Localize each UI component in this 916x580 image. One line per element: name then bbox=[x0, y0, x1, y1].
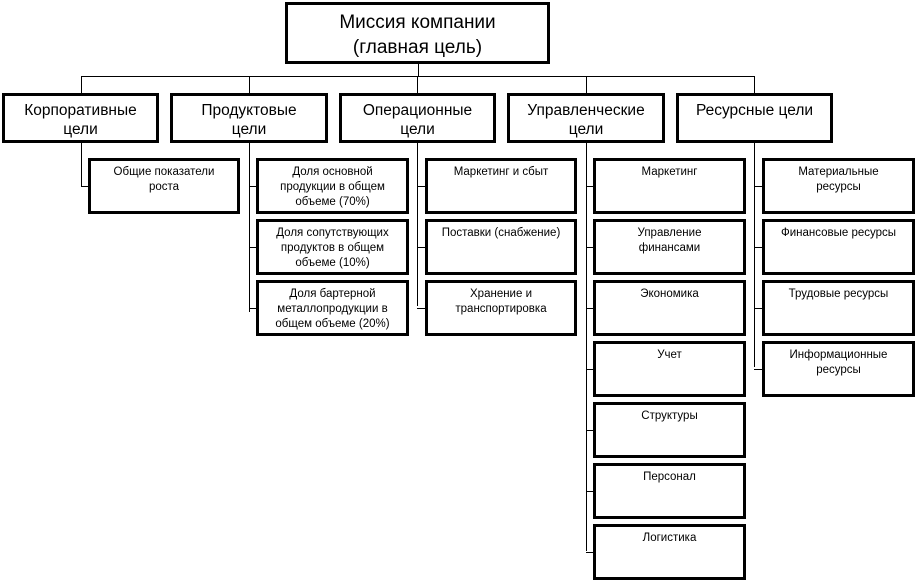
goal-text: Маркетинг bbox=[641, 166, 698, 178]
goal-text: Хранение и bbox=[470, 288, 532, 300]
goal-text: объеме (10%) bbox=[295, 257, 370, 269]
goal-text: ресурсы bbox=[816, 364, 861, 376]
goal-box: Финансовые ресурсы bbox=[762, 219, 915, 275]
goal-text: продуктов в общем bbox=[280, 242, 385, 254]
goal-connector bbox=[81, 186, 88, 187]
goal-text: Информационные bbox=[789, 349, 888, 361]
category-connector-resource bbox=[754, 76, 755, 93]
category-label: Корпоративные bbox=[24, 102, 137, 119]
goal-text: Материальные bbox=[798, 166, 879, 178]
goal-text: Общие показатели bbox=[113, 166, 215, 178]
goal-connector bbox=[754, 186, 762, 187]
mission-box: Миссия компании (главная цель) bbox=[285, 2, 550, 64]
category-operational: Операционные цели bbox=[339, 93, 496, 143]
goal-connector bbox=[754, 308, 762, 309]
trunk-managerial bbox=[586, 143, 587, 551]
goal-box: Поставки (снабжение) bbox=[425, 219, 577, 275]
category-bus-right bbox=[584, 76, 755, 77]
goal-text: Финансовые ресурсы bbox=[780, 227, 897, 239]
goal-connector bbox=[586, 247, 593, 248]
trunk-corporate bbox=[81, 143, 82, 187]
trunk-product bbox=[249, 143, 250, 312]
goal-box: Доля бартерной металлопродукции в общем об… bbox=[256, 280, 409, 336]
goal-box: Материальные ресурсы bbox=[762, 158, 915, 214]
goal-connector bbox=[249, 186, 256, 187]
goal-box: Хранение и транспортировка bbox=[425, 280, 577, 336]
goal-text: Маркетинг и сбыт bbox=[453, 166, 549, 178]
goal-connector bbox=[249, 247, 256, 248]
category-label: Ресурсные цели bbox=[695, 102, 814, 119]
goal-connector bbox=[586, 430, 593, 431]
goal-connector bbox=[586, 308, 593, 309]
category-corporate: Корпоративные цели bbox=[2, 93, 159, 143]
category-label: Продуктовые bbox=[201, 102, 297, 119]
category-product: Продуктовые цели bbox=[170, 93, 328, 143]
goal-box: Общие показатели роста bbox=[88, 158, 240, 214]
category-connector-operational bbox=[417, 76, 418, 93]
goal-text: Структуры bbox=[641, 410, 698, 422]
goal-text: транспортировка bbox=[455, 303, 547, 315]
goal-text: ресурсы bbox=[816, 181, 861, 193]
category-connector-managerial bbox=[586, 76, 587, 93]
goal-box: Персонал bbox=[593, 463, 746, 519]
goal-text: Управление bbox=[637, 227, 702, 239]
goal-connector bbox=[586, 369, 593, 370]
goal-text: общем объеме (20%) bbox=[275, 318, 390, 330]
mission-title: Миссия компании bbox=[339, 12, 496, 33]
goal-box: Трудовые ресурсы bbox=[762, 280, 915, 336]
goal-text: Экономика bbox=[640, 288, 699, 300]
root-connector bbox=[418, 64, 419, 76]
goal-text: металлопродукции в bbox=[277, 303, 388, 315]
goal-connector bbox=[586, 186, 593, 187]
trunk-resource bbox=[754, 143, 755, 367]
goal-text: Учет bbox=[657, 349, 682, 361]
goal-connector bbox=[417, 247, 425, 248]
category-label: цели bbox=[63, 121, 98, 138]
category-label: цели bbox=[568, 121, 604, 138]
mission-subtitle: (главная цель) bbox=[352, 37, 483, 58]
goal-connector bbox=[417, 308, 425, 309]
goal-connector bbox=[754, 247, 762, 248]
goal-box: Экономика bbox=[593, 280, 746, 336]
goal-box: Доля основной продукции в общем объеме (70… bbox=[256, 158, 409, 214]
goal-text: роста bbox=[148, 181, 180, 193]
goal-text: объеме (70%) bbox=[295, 196, 370, 208]
category-bus bbox=[81, 76, 584, 77]
category-managerial: Управленческие цели bbox=[507, 93, 665, 143]
goal-text: Доля основной bbox=[292, 166, 373, 178]
goal-box: Учет bbox=[593, 341, 746, 397]
goal-connector bbox=[417, 186, 425, 187]
goal-text: Трудовые ресурсы bbox=[788, 288, 889, 300]
goal-box: Маркетинг и сбыт bbox=[425, 158, 577, 214]
goal-box: Информационные ресурсы bbox=[762, 341, 915, 397]
goal-text: финансами bbox=[638, 242, 701, 254]
goal-box: Маркетинг bbox=[593, 158, 746, 214]
category-label: Операционные bbox=[362, 102, 473, 119]
goal-connector bbox=[586, 491, 593, 492]
trunk-operational bbox=[417, 143, 418, 306]
goal-text: Доля сопутствующих bbox=[276, 227, 389, 239]
goal-connector bbox=[586, 552, 593, 553]
category-connector-product bbox=[249, 76, 250, 93]
goal-text: Логистика bbox=[642, 532, 697, 544]
goal-text: продукции в общем bbox=[280, 181, 385, 193]
category-label: цели bbox=[231, 121, 267, 138]
category-connector-corporate bbox=[81, 76, 82, 93]
goal-connector bbox=[249, 308, 256, 309]
category-resource: Ресурсные цели bbox=[676, 93, 833, 143]
goal-box: Доля сопутствующих продуктов в общем объем… bbox=[256, 219, 409, 275]
goal-box: Управление финансами bbox=[593, 219, 746, 275]
goal-text: Поставки (снабжение) bbox=[441, 227, 561, 239]
category-label: цели bbox=[400, 121, 435, 138]
goal-text: Доля бартерной bbox=[289, 288, 376, 300]
goal-connector bbox=[754, 369, 762, 370]
goal-box: Структуры bbox=[593, 402, 746, 458]
category-label: Управленческие bbox=[527, 102, 645, 119]
goal-text: Персонал bbox=[643, 471, 696, 483]
goal-box: Логистика bbox=[593, 524, 746, 580]
